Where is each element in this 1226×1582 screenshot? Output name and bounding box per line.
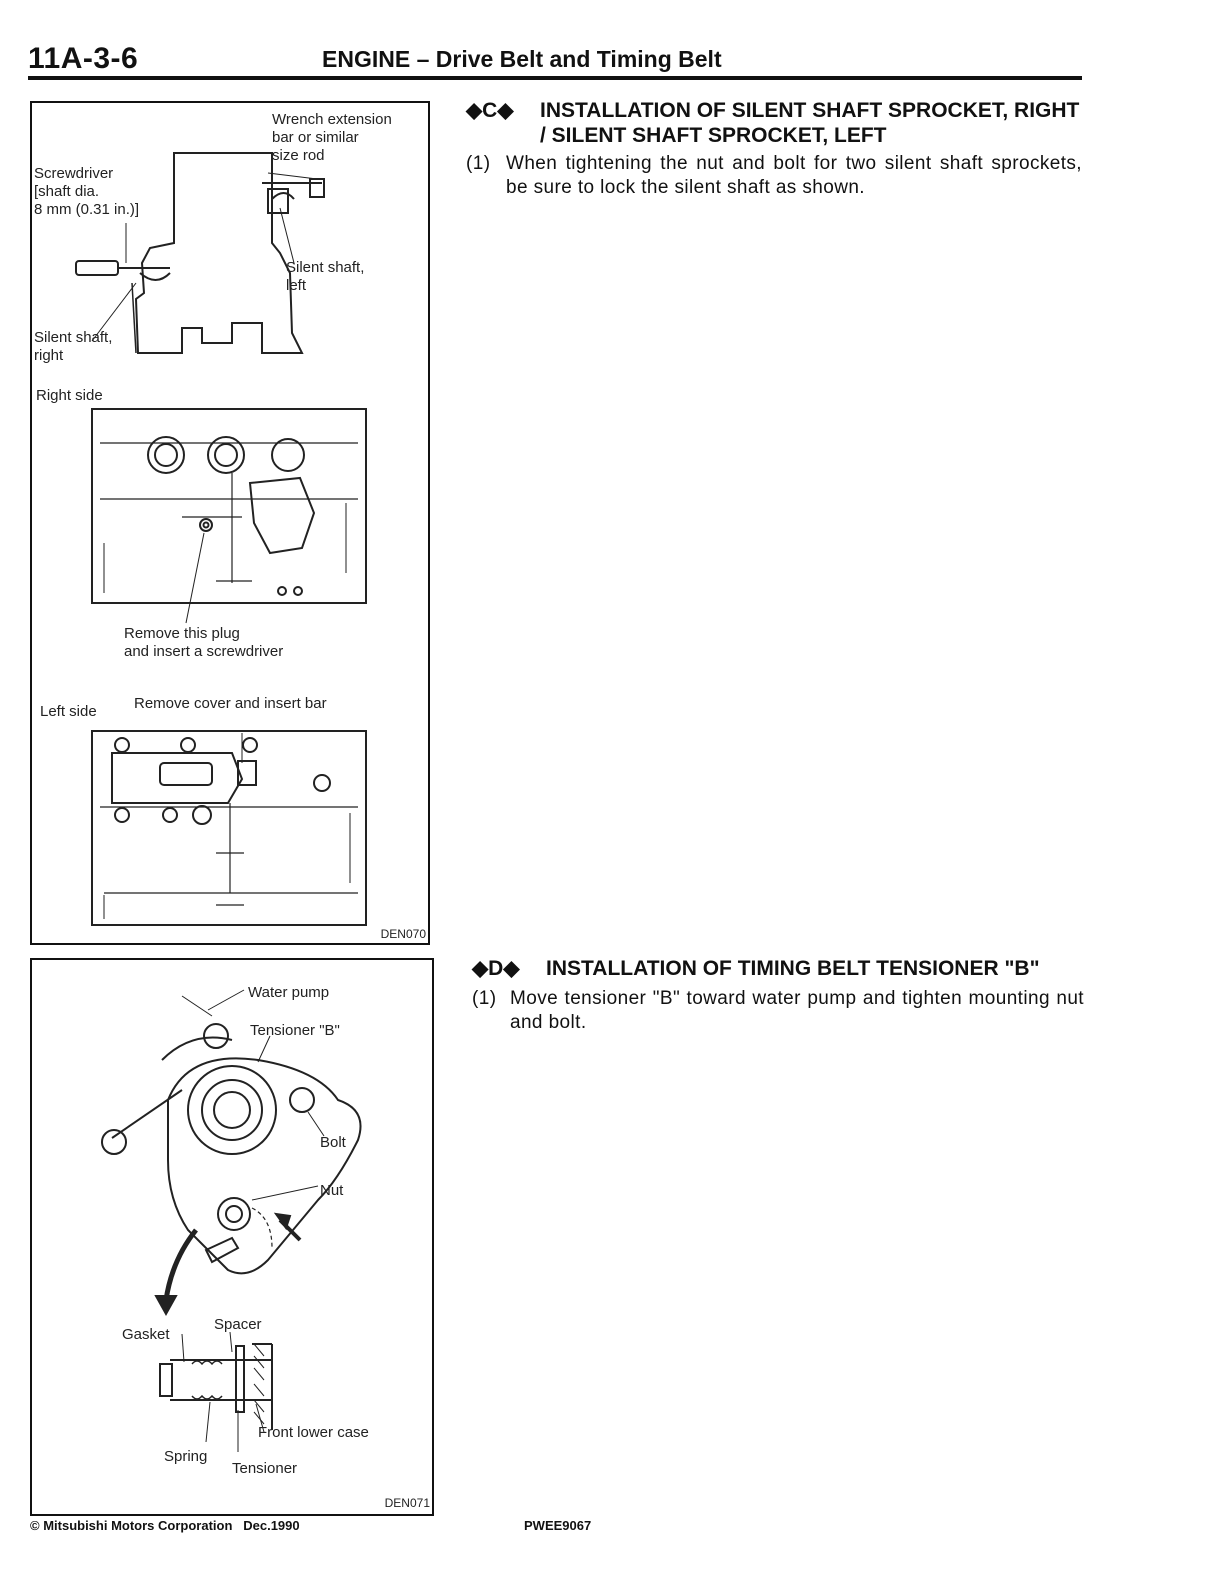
section-d-step-number: (1) <box>472 988 497 1009</box>
label-silent-shaft-right: Silent shaft, right <box>34 329 113 364</box>
section-d-step-text: Move tensioner "B" toward water pump and… <box>510 988 1084 1033</box>
label-nut: Nut <box>320 1182 344 1199</box>
tensioner-drawing <box>101 989 362 1452</box>
label-water-pump: Water pump <box>248 984 330 1001</box>
section-d-marker: ◆D◆ <box>472 957 520 980</box>
section-c-title: INSTALLATION OF SILENT SHAFT SPROCKET, R… <box>540 99 1080 147</box>
label-tensioner-b: Tensioner "B" <box>250 1022 340 1039</box>
section-d: ◆D◆ INSTALLATION OF TIMING BELT TENSIONE… <box>472 956 1084 1035</box>
section-c-marker: ◆C◆ <box>466 99 514 122</box>
page-number: 11A-3-6 <box>28 42 139 75</box>
footer-copyright: © Mitsubishi Motors Corporation Dec.1990 <box>30 1518 300 1533</box>
label-silent-shaft-left: Silent shaft, left <box>286 259 365 294</box>
section-c-step-number: (1) <box>466 153 491 174</box>
label-tensioner: Tensioner <box>232 1460 298 1477</box>
section-d-title: INSTALLATION OF TIMING BELT TENSIONER "B… <box>546 957 1040 980</box>
label-wrench-extension: Wrench extension bar or similar size rod <box>272 111 392 164</box>
header-rule <box>28 76 1082 80</box>
figure-silent-shaft-lock: Wrench extension bar or similar size rod… <box>30 101 430 945</box>
label-front-lower-case: Front lower case <box>258 1424 369 1441</box>
label-remove-cover: Remove cover and insert bar <box>134 695 327 712</box>
label-screwdriver: Screwdriver [shaft dia. 8 mm (0.31 in.)] <box>34 165 140 218</box>
label-gasket: Gasket <box>122 1326 170 1343</box>
label-right-side: Right side <box>36 387 103 404</box>
footer-code: PWEE9067 <box>524 1518 592 1533</box>
page-title: ENGINE – Drive Belt and Timing Belt <box>322 46 722 72</box>
label-left-side: Left side <box>40 703 97 720</box>
figure-tensioner-b: Water pump Tensioner "B" Bolt Nut Gasket… <box>30 958 434 1516</box>
label-remove-plug: Remove this plug and insert a screwdrive… <box>124 625 284 660</box>
label-bolt: Bolt <box>320 1134 346 1151</box>
figure-id: DEN070 <box>380 927 426 941</box>
section-c: ◆C◆ INSTALLATION OF SILENT SHAFT SPROCKE… <box>466 98 1082 200</box>
label-spacer: Spacer <box>214 1316 262 1333</box>
figure-id: DEN071 <box>384 1496 430 1510</box>
section-c-step-text: When tightening the nut and bolt for two… <box>506 153 1082 198</box>
label-spring: Spring <box>164 1448 208 1465</box>
silent-shaft-drawing <box>75 152 367 926</box>
